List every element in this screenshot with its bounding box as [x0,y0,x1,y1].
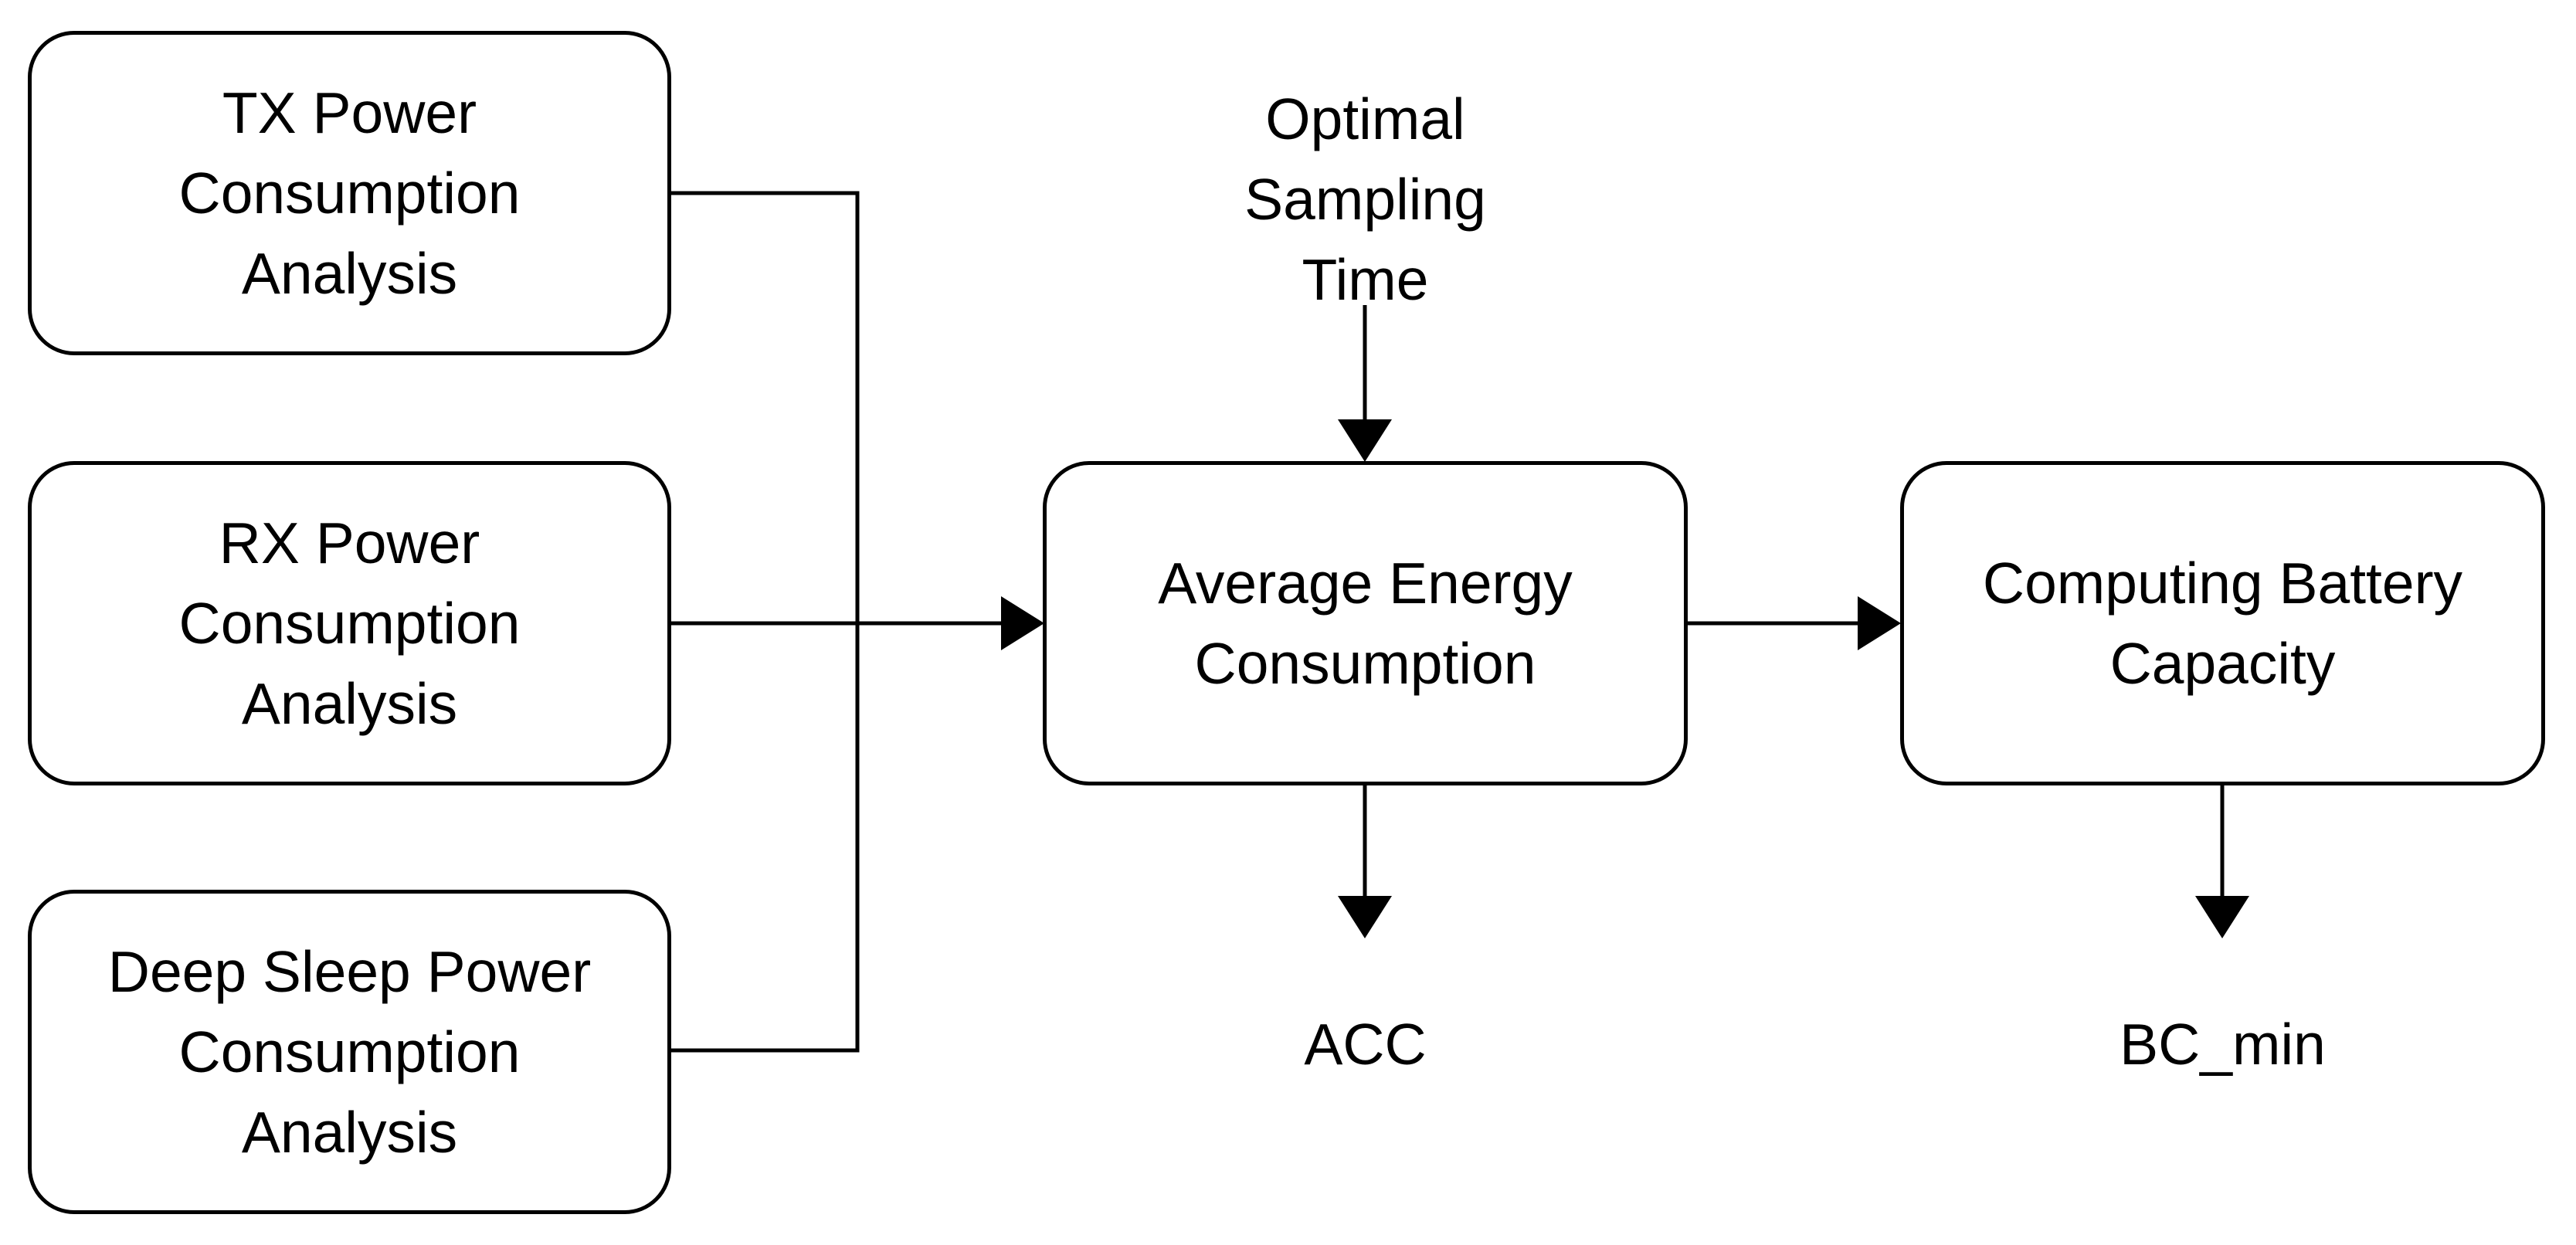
node-tx-power-analysis: TX Power Consumption Analysis [28,31,671,355]
node-rx-label: RX Power Consumption Analysis [178,511,521,736]
arrowhead-acc-down [1338,896,1392,938]
node-rx-power-analysis: RX Power Consumption Analysis [28,461,671,785]
arrowhead-into-battery [1858,596,1901,650]
connector-deep-sleep-to-bus [671,623,860,1053]
arrowhead-bcmin-down [2195,896,2249,938]
label-acc: ACC [1304,1012,1427,1077]
label-bc-min: BC_min [2120,1012,2326,1077]
connector-tx-to-bus [671,191,860,623]
node-tx-label: TX Power Consumption Analysis [178,80,521,306]
arrowhead-into-average [1001,596,1044,650]
node-deep-sleep-power-analysis: Deep Sleep Power Consumption Analysis [28,890,671,1214]
node-average-energy-label: Average Energy Consumption [1158,551,1573,696]
node-computing-battery-capacity: Computing Battery Capacity [1900,461,2545,785]
arrowhead-optimal-down [1338,419,1392,462]
node-average-energy-consumption: Average Energy Consumption [1043,461,1688,785]
label-optimal-sampling-time: Optimal Sampling Time [1244,87,1486,312]
node-deep-sleep-label: Deep Sleep Power Consumption Analysis [107,939,592,1165]
node-battery-label: Computing Battery Capacity [1982,551,2463,696]
